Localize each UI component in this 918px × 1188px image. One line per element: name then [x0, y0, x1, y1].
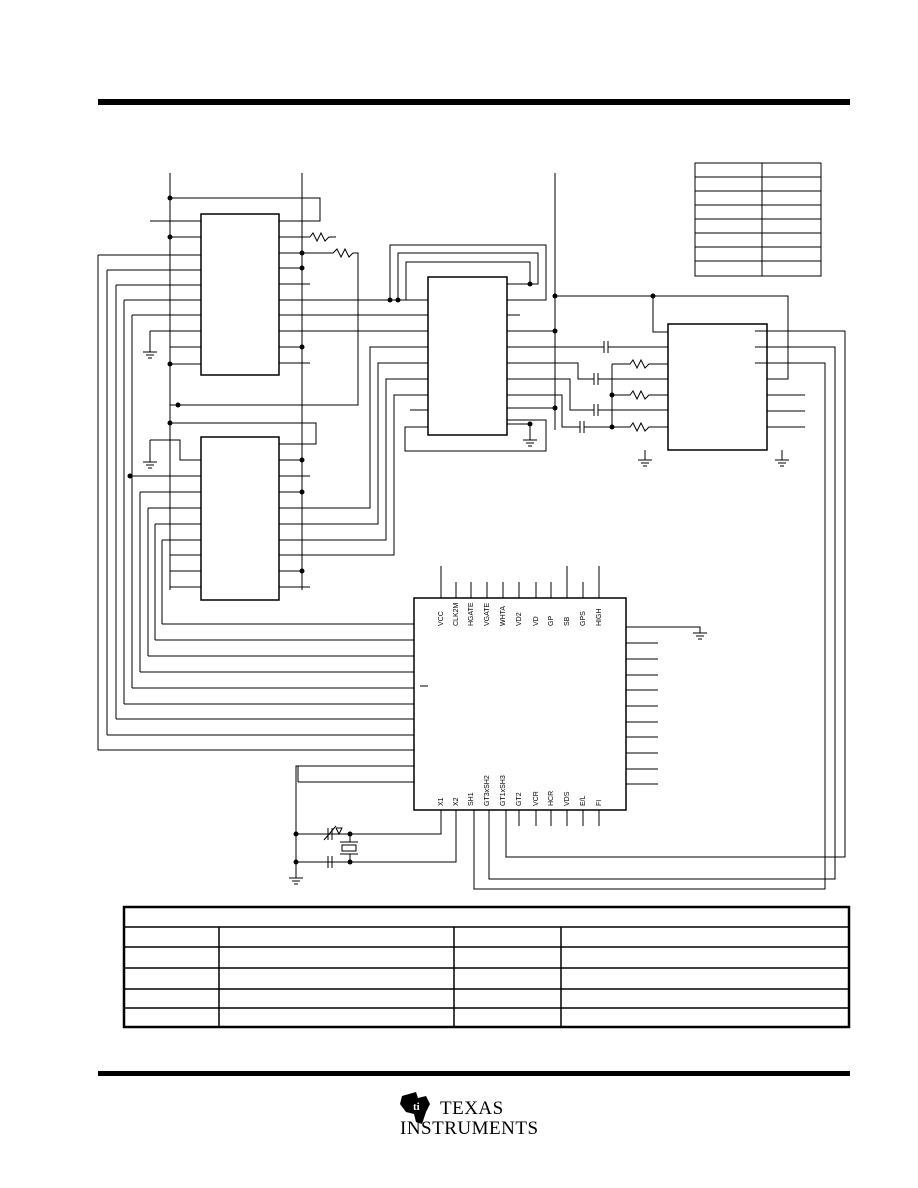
- top-pin-label: VD: [533, 616, 540, 626]
- top-pin-label: GP: [548, 616, 555, 626]
- top-pin-label: CLK2M: [453, 602, 460, 626]
- bottom-pin-label: GT3xSH2: [484, 775, 491, 806]
- top-pin-label: VGATE: [484, 602, 491, 626]
- logo-line-texas: TEXAS: [440, 1098, 504, 1119]
- ic-main: [413, 597, 627, 811]
- bottom-pin-label: FI: [596, 800, 603, 806]
- top-pin-label: GPS: [580, 611, 587, 626]
- bottom-pin-label: HCR: [548, 791, 555, 806]
- bottom-pin-label: GT2: [516, 792, 523, 806]
- top-pin-label: VD2: [516, 612, 523, 626]
- ic-u2: [200, 436, 280, 601]
- bottom-rule: [98, 1071, 850, 1076]
- ic-u3: [427, 276, 508, 436]
- svg-text:ti: ti: [413, 1101, 420, 1113]
- bottom-pin-label: GT1xSH3: [500, 775, 507, 806]
- bottom-pin-label: SH1: [468, 792, 475, 806]
- bottom-pin-label: VDS: [564, 791, 571, 806]
- bottom-table: [122, 905, 851, 1029]
- main-ic-top-pin-labels: VCC CLK2M HGATE VGATE WHTA VD2 VD GP SB GPS HIGH: [438, 602, 603, 626]
- top-pin-label: HGATE: [468, 602, 475, 626]
- top-pin-label: VCC: [438, 611, 445, 626]
- bottom-pin-label: E/L: [580, 795, 587, 806]
- bottom-pin-label: VCR: [533, 791, 540, 806]
- top-rule: [98, 99, 850, 105]
- bottom-pin-label: X2: [453, 797, 460, 806]
- ti-logo-icon: ti: [400, 1092, 430, 1124]
- top-pin-label: SB: [564, 616, 571, 626]
- ic-u4: [667, 323, 768, 451]
- pin-legend-table: [694, 162, 822, 277]
- ti-logo: ti TEXAS INSTRUMENTS: [396, 1082, 556, 1142]
- logo-line-instruments: INSTRUMENTS: [400, 1118, 539, 1139]
- top-pin-label: HIGH: [596, 609, 603, 627]
- ic-u1: [200, 213, 280, 376]
- top-pin-label: WHTA: [500, 606, 507, 626]
- bottom-pin-label: X1: [438, 797, 445, 806]
